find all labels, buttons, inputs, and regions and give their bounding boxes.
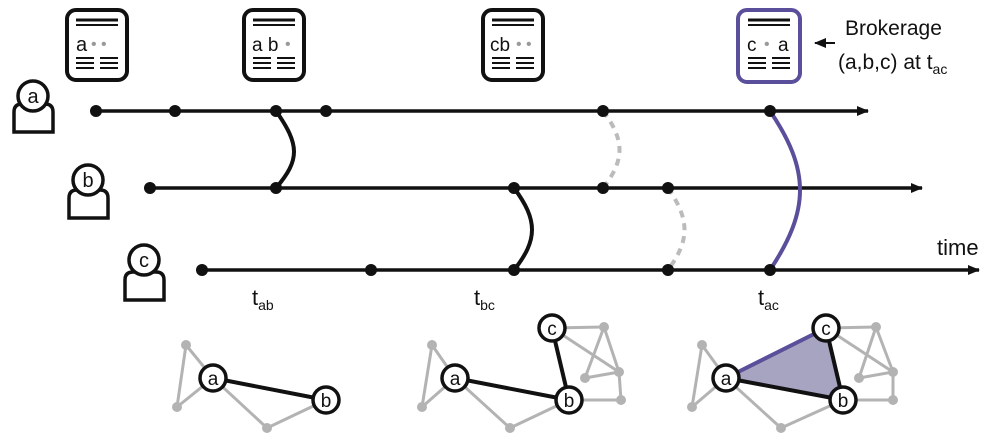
event-dot [144,182,156,194]
event-dot [597,105,609,117]
person-icon-b: b [67,163,110,220]
event-dot [365,264,377,276]
event-dot [270,182,282,194]
event-dot [90,105,102,117]
node-b [554,385,584,415]
time-axis-label: time [937,235,979,260]
person-icon-c: c [123,243,166,302]
node-b-label: b [838,391,849,412]
event-dot [597,182,609,194]
node-b-label: b [564,391,575,412]
doc-1-dots: • • [91,36,107,53]
node-c [811,313,841,343]
doc-4-left-text: c [747,35,757,56]
event-dot [508,264,520,276]
node-b [828,385,858,415]
doc-1-left-text: a [76,34,88,56]
event-dot [764,264,776,276]
event-dot [196,264,208,276]
doc-4-dots: • [764,36,770,53]
node-a [711,363,741,393]
doc-2-dots: • [285,36,291,53]
interaction-bc [512,186,534,272]
node-a-label: a [721,369,732,390]
doc-4-right-text: a [778,35,789,56]
time-mark-ab: tab [252,285,274,313]
event-dot [508,182,520,194]
time-mark-ac: tac [758,285,779,313]
interaction-ab-gray [601,109,622,190]
interaction-ab [274,109,296,190]
node-a [198,363,228,393]
brokerage-callout: Brokerage (a,b,c) at tac [814,17,947,77]
network-snapshot-bc: a b c [417,313,626,433]
person-icon-a: a [12,79,55,134]
node-c-label: c [821,319,831,340]
event-dot [320,105,332,117]
node-b-label: b [321,391,332,412]
event-dots [90,105,776,276]
callout-line-2: (a,b,c) at tac [838,51,947,77]
network-snapshot-ab: a b [172,340,341,433]
document-icon-3: cb • • [481,8,545,82]
document-icon-4-highlighted: c • a [736,8,802,84]
interaction-bc-gray [666,186,687,272]
node-a-label: a [208,369,219,390]
person-b-label: b [82,170,93,192]
node-a [440,363,470,393]
node-b [311,385,341,415]
event-dot [169,105,181,117]
document-icon-2: a b • [242,8,306,82]
node-a-label: a [450,369,461,390]
person-a-label: a [27,86,39,108]
document-icon-1: a • • [65,8,129,82]
event-dot [764,105,776,117]
node-c-label: c [547,319,557,340]
interaction-ac [768,109,802,272]
doc-3-dots: • • [516,36,532,53]
doc-2-left-text: a b [252,35,278,56]
event-dot [662,182,674,194]
network-snapshot-ac: a b c [687,313,898,433]
time-mark-bc: tbc [474,285,495,313]
person-c-label: c [139,250,149,272]
node-c [537,313,567,343]
event-dot [662,264,674,276]
doc-3-left-text: cb [490,35,510,56]
event-dot [270,105,282,117]
callout-line-1: Brokerage [845,17,942,40]
